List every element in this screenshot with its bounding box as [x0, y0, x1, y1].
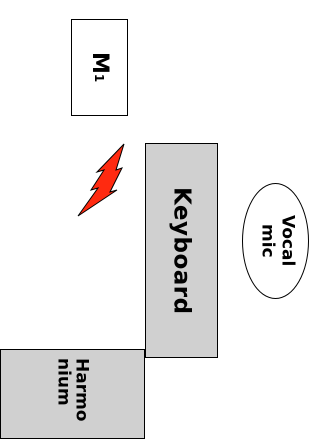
lightning-bolt-icon	[77, 143, 125, 217]
m1-subscript: 1	[92, 74, 106, 83]
m1-main-text: M	[87, 52, 112, 75]
m1-box: M1	[71, 19, 128, 116]
vocal-mic-ellipse: Vocal mic	[242, 183, 309, 299]
keyboard-box: Keyboard	[145, 143, 218, 358]
keyboard-label: Keyboard	[168, 186, 195, 315]
vocal-mic-label: Vocal mic	[257, 215, 298, 267]
harmonium-box: Harmonium	[0, 349, 145, 439]
harmonium-label: Harmonium	[53, 358, 92, 422]
m1-label: M1	[87, 52, 112, 82]
